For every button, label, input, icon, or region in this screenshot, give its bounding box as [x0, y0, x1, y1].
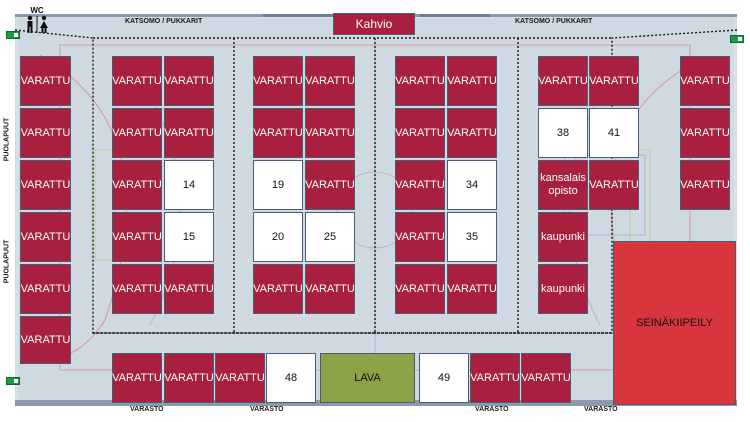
- booth-c1-3[interactable]: VARATTU: [20, 160, 71, 210]
- booth-c7-4[interactable]: 35: [447, 212, 497, 262]
- booth-c7-5[interactable]: VARATTU: [447, 264, 497, 314]
- booth-b-7[interactable]: VARATTU: [521, 353, 571, 403]
- booth-c6-2[interactable]: VARATTU: [395, 108, 445, 158]
- wc-icon: WC: [22, 6, 52, 34]
- booth-c2-2[interactable]: VARATTU: [112, 108, 162, 158]
- booth-c1-1[interactable]: VARATTU: [20, 56, 71, 106]
- booth-c5-4[interactable]: 25: [305, 212, 355, 262]
- booth-c3-3[interactable]: 14: [164, 160, 214, 210]
- booth-b-1[interactable]: VARATTU: [112, 353, 162, 403]
- booth-c5-5[interactable]: VARATTU: [305, 264, 355, 314]
- booth-c2-4[interactable]: VARATTU: [112, 212, 162, 262]
- booth-b-6[interactable]: VARATTU: [470, 353, 520, 403]
- booth-c5-2[interactable]: VARATTU: [305, 108, 355, 158]
- booth-b-5[interactable]: 49: [419, 353, 469, 403]
- booth-c6-3[interactable]: VARATTU: [395, 160, 445, 210]
- storage-label-4: VARASTO: [584, 406, 618, 413]
- storage-label-2: VARASTO: [250, 406, 284, 413]
- booth-b-2[interactable]: VARATTU: [164, 353, 214, 403]
- booth-c9-1[interactable]: VARATTU: [589, 56, 639, 106]
- booth-c7-2[interactable]: VARATTU: [447, 108, 497, 158]
- booth-b-4[interactable]: 48: [266, 353, 316, 403]
- booth-c8-1[interactable]: VARATTU: [538, 56, 588, 106]
- booth-c5-3[interactable]: VARATTU: [305, 160, 355, 210]
- booth-c6-5[interactable]: VARATTU: [395, 264, 445, 314]
- booth-c1-5[interactable]: VARATTU: [20, 264, 71, 314]
- booth-c9-2[interactable]: 41: [589, 108, 639, 158]
- cafe-booth[interactable]: Kahvio: [333, 13, 415, 35]
- storage-label-1: VARASTO: [130, 406, 164, 413]
- restroom-figures-icon: [27, 15, 48, 33]
- booth-c2-1[interactable]: VARATTU: [112, 56, 162, 106]
- booth-c10-2[interactable]: VARATTU: [680, 108, 730, 158]
- booth-c6-1[interactable]: VARATTU: [395, 56, 445, 106]
- booth-c10-3[interactable]: VARATTU: [680, 160, 730, 210]
- stands-left-label: KATSOMO / PUKKARIT: [125, 18, 203, 25]
- booth-c4-5[interactable]: VARATTU: [253, 264, 303, 314]
- storage-label-3: VARASTO: [475, 406, 509, 413]
- booth-c10-1[interactable]: VARATTU: [680, 56, 730, 106]
- booth-c8-5[interactable]: kaupunki: [538, 264, 588, 314]
- booth-c8-3[interactable]: kansalais opisto: [538, 160, 588, 210]
- booth-c4-2[interactable]: VARATTU: [253, 108, 303, 158]
- wall-bars-top-label: PUOLAPUUT: [3, 117, 11, 162]
- booth-c8-4[interactable]: kaupunki: [538, 212, 588, 262]
- booth-c7-3[interactable]: 34: [447, 160, 497, 210]
- booth-c7-1[interactable]: VARATTU: [447, 56, 497, 106]
- booth-c3-5[interactable]: VARATTU: [164, 264, 214, 314]
- booth-b-3[interactable]: VARATTU: [215, 353, 265, 403]
- wc-label: WC: [30, 6, 44, 15]
- booth-c6-4[interactable]: VARATTU: [395, 212, 445, 262]
- booth-c8-2[interactable]: 38: [538, 108, 588, 158]
- stage-area: LAVA: [320, 353, 415, 403]
- wall-bars-bottom-label: PUOLAPUUT: [3, 239, 11, 284]
- booth-c9-3[interactable]: VARATTU: [589, 160, 639, 210]
- booth-c4-4[interactable]: 20: [253, 212, 303, 262]
- booth-c2-3[interactable]: VARATTU: [112, 160, 162, 210]
- booth-c3-1[interactable]: VARATTU: [164, 56, 214, 106]
- booth-c1-6[interactable]: VARATTU: [20, 316, 71, 364]
- booth-c4-1[interactable]: VARATTU: [253, 56, 303, 106]
- booth-c2-5[interactable]: VARATTU: [112, 264, 162, 314]
- exit-sign-icon: [730, 35, 744, 43]
- booth-c1-2[interactable]: VARATTU: [20, 108, 71, 158]
- booth-c5-1[interactable]: VARATTU: [305, 56, 355, 106]
- booth-c4-3[interactable]: 19: [253, 160, 303, 210]
- stands-right-label: KATSOMO / PUKKARIT: [515, 18, 593, 25]
- exit-sign-icon: [6, 31, 20, 39]
- booth-c1-4[interactable]: VARATTU: [20, 212, 71, 262]
- booth-c3-4[interactable]: 15: [164, 212, 214, 262]
- exit-sign-icon: [6, 377, 20, 385]
- booth-c3-2[interactable]: VARATTU: [164, 108, 214, 158]
- climbing-wall-area: SEINÄKIIPEILY: [613, 241, 736, 405]
